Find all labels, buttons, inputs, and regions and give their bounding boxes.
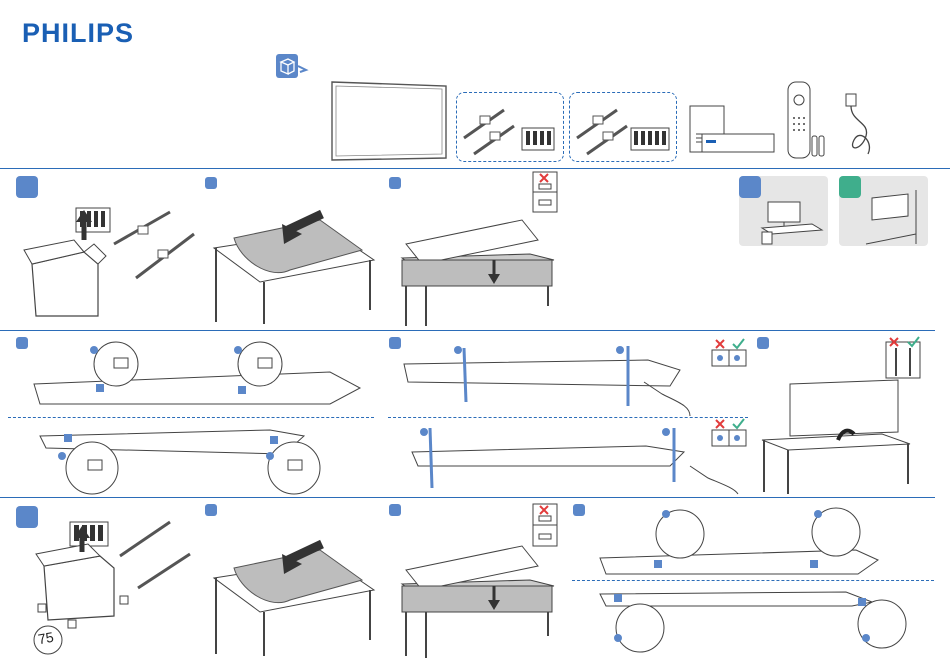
step-badge-6 (757, 337, 769, 349)
step-badge-3 (389, 177, 401, 189)
step-badge-table (739, 176, 761, 198)
section-divider-2 (0, 330, 935, 331)
screw-orientation-check-a (712, 338, 748, 368)
stand-feet-illustration-a (460, 98, 560, 158)
tv-panel-illustration (330, 80, 450, 162)
attach-feet-variant-illustration-a (596, 508, 886, 580)
section-divider-3 (0, 497, 935, 498)
attach-feet-variant-illustration-b (596, 588, 916, 654)
remote-control-illustration (784, 78, 830, 162)
cable-management-check-icon (886, 338, 922, 380)
screw-orientation-check-b (712, 418, 748, 448)
step-badge-wall (839, 176, 861, 198)
cover-table-variant-illustration (210, 530, 380, 658)
tv-standing-on-table-illustration (762, 378, 914, 494)
power-cord-illustration (840, 92, 880, 158)
step-badge-4a (16, 337, 28, 349)
dashed-divider-row2-left (8, 417, 374, 418)
attach-feet-illustration-a (30, 342, 370, 416)
philips-logo: PHILIPS (22, 18, 134, 49)
tv-on-table-icon (762, 196, 822, 244)
secure-screws-illustration-a (400, 342, 700, 416)
do-not-stand-icon (533, 172, 561, 214)
step-badge-10 (573, 504, 585, 516)
secure-screws-illustration-b (408, 422, 738, 496)
dashed-divider-row2-mid (388, 417, 748, 418)
dashed-divider-row3-right (572, 580, 934, 581)
step-badge-1 (16, 176, 38, 198)
attach-feet-illustration-b (34, 424, 374, 494)
unbox-variant-illustration (30, 516, 200, 656)
step-badge-9 (389, 504, 401, 516)
place-tv-facedown-illustration (398, 214, 558, 328)
unbox-illustration (24, 204, 204, 324)
unpack-icon (276, 54, 310, 82)
place-tv-facedown-variant-illustration (398, 540, 558, 658)
cover-table-illustration (210, 200, 380, 328)
tv-on-wall-icon (866, 190, 926, 244)
step-badge-8 (205, 504, 217, 516)
do-not-stand-variant-icon (533, 504, 561, 548)
documentation-illustration (688, 104, 778, 156)
screw-callout-label: 75 (37, 629, 55, 647)
step-badge-2 (205, 177, 217, 189)
section-divider-1 (0, 168, 950, 169)
stand-feet-illustration-b (573, 98, 673, 158)
